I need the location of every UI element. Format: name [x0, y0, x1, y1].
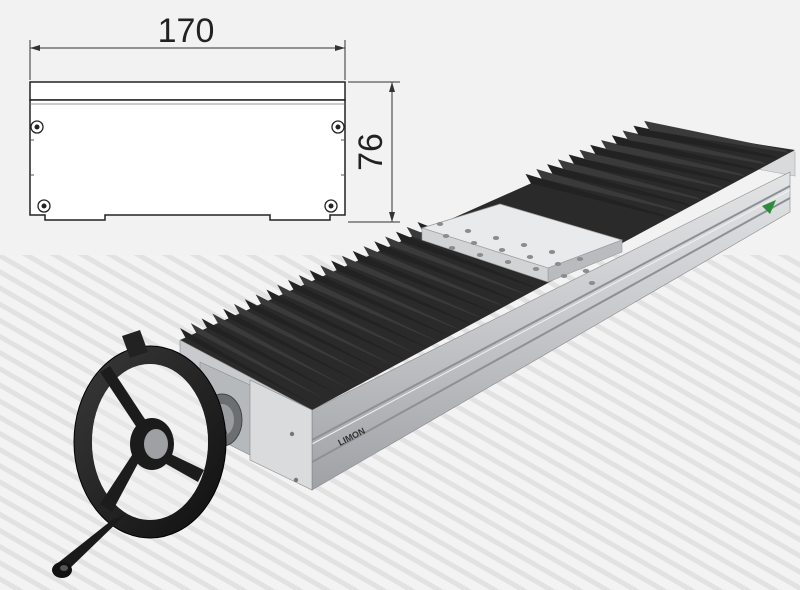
mounting-hole [504, 260, 512, 264]
brand-logo-icon [762, 200, 776, 214]
bellows-pleat [341, 255, 483, 319]
bellows-pleat [331, 260, 472, 325]
mounting-hole [582, 269, 590, 273]
mounting-hole [576, 257, 584, 261]
bellows-pleat [547, 164, 691, 207]
bellows-pleat [622, 130, 768, 165]
bellows-pleat [557, 159, 702, 201]
mounting-hole [492, 236, 500, 240]
mounting-hole [548, 250, 556, 254]
mounting-hole [520, 243, 528, 247]
carriage-plate-icon [420, 203, 624, 285]
bellows-pleat [395, 231, 538, 289]
width-dimension-label: 170 [158, 12, 215, 50]
bellows-pleat [590, 144, 735, 183]
linear-module-render: LIMON [52, 120, 796, 578]
mounting-hole [554, 262, 562, 266]
height-dimension-label: 76 [352, 133, 390, 171]
bellows-pleat [374, 241, 516, 301]
bellows-pleats [180, 120, 790, 408]
bellows-pleat [633, 125, 779, 159]
bellows-pleat [611, 135, 757, 171]
bellows-pleat [309, 270, 450, 337]
mounting-hole [464, 229, 472, 233]
bellows-pleat [579, 149, 724, 189]
mounting-hole [476, 253, 484, 257]
bellows-pleat [568, 154, 713, 195]
bellows-pleat [298, 275, 439, 343]
screw-icon [324, 199, 338, 213]
bellows-pleat [266, 289, 406, 360]
mounting-hole [560, 274, 568, 278]
screw-icon [30, 120, 44, 134]
screw-icon [37, 199, 51, 213]
bellows-pleat [287, 279, 428, 348]
mounting-hole [436, 222, 444, 226]
bellows-pleat [352, 250, 494, 313]
bellows-pleat [255, 294, 395, 366]
bellows-pleat [385, 236, 527, 295]
mounting-hole [470, 241, 478, 245]
handwheel-icon [52, 330, 227, 578]
end-view-drawing: 170 76 [29, 12, 400, 223]
bellows-pleat [644, 120, 790, 153]
bellows-pleat [320, 265, 461, 331]
bellows-pleat [223, 308, 362, 384]
mounting-hole [588, 281, 596, 285]
mounting-hole [448, 246, 456, 250]
bellows-pleat [277, 284, 417, 354]
bellows-pleat [233, 303, 373, 378]
mounting-hole [532, 267, 540, 271]
bellows-pleat [601, 140, 746, 177]
bellows-pleat [363, 246, 505, 307]
mounting-hole [526, 255, 534, 259]
mounting-hole [498, 248, 506, 252]
bellows-pleat [212, 313, 351, 390]
mounting-hole [442, 234, 450, 238]
bellows-pleat [525, 173, 669, 218]
screw-icon [331, 120, 345, 134]
bellows-pleat [244, 299, 384, 372]
bellows-pleat [536, 169, 680, 213]
